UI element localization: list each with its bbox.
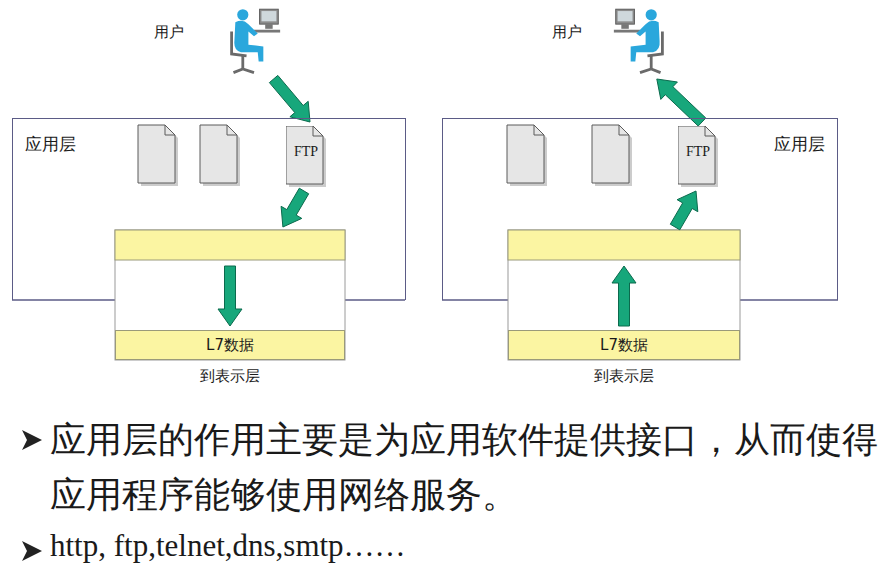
- user-label: 用户: [154, 23, 184, 42]
- app-document: [507, 125, 547, 186]
- layer-title: 应用层: [774, 133, 825, 156]
- protocol-label: FTP: [294, 144, 318, 160]
- interface-bar: [508, 230, 740, 260]
- flow-connector: [612, 191, 698, 326]
- user-icon: 用户: [612, 3, 668, 77]
- layer-column: [115, 230, 345, 360]
- panel-edge: [345, 299, 405, 301]
- flow-arrow: [218, 266, 242, 326]
- app-document: [138, 125, 178, 186]
- layer-caption: 到表示层: [509, 367, 739, 386]
- bar-label: L7数据: [600, 336, 648, 355]
- flow-connector: [269, 75, 310, 122]
- panel-edge: [442, 299, 508, 301]
- flow-arrow: [269, 75, 310, 122]
- bar-label: L7数据: [206, 336, 254, 355]
- panel-edge: [740, 299, 838, 301]
- bullet-text: 应用层的作用主要是为应用软件提供接口，从而使得应用程序能够使用网络服务。: [50, 412, 878, 522]
- flow-arrow: [612, 266, 636, 326]
- flow-connector: [218, 188, 309, 326]
- protocol-list: http, ftp,telnet,dns,smtp……: [50, 528, 406, 564]
- layer-panel: 应用层 FTP: [442, 118, 838, 300]
- layer-caption: 到表示层: [116, 367, 344, 386]
- layer-title: 应用层: [25, 133, 76, 156]
- flow-arrow: [670, 191, 698, 230]
- user-label: 用户: [552, 23, 582, 42]
- ftp-document: FTP: [678, 126, 718, 188]
- user-icon: 用户: [226, 3, 282, 77]
- layer-column: [508, 230, 740, 360]
- layer-panel: 应用层 FTP: [12, 118, 406, 300]
- data-bar: L7数据到表示层: [115, 330, 345, 360]
- app-document: [592, 125, 632, 186]
- panel-edge: [12, 299, 115, 301]
- flow-arrow: [281, 188, 309, 227]
- ftp-document: FTP: [286, 126, 326, 188]
- data-bar: L7数据到表示层: [508, 330, 740, 360]
- bullet-mark: [22, 430, 42, 561]
- interface-bar: [115, 230, 345, 260]
- protocol-label: FTP: [686, 144, 710, 160]
- app-document: [200, 125, 240, 186]
